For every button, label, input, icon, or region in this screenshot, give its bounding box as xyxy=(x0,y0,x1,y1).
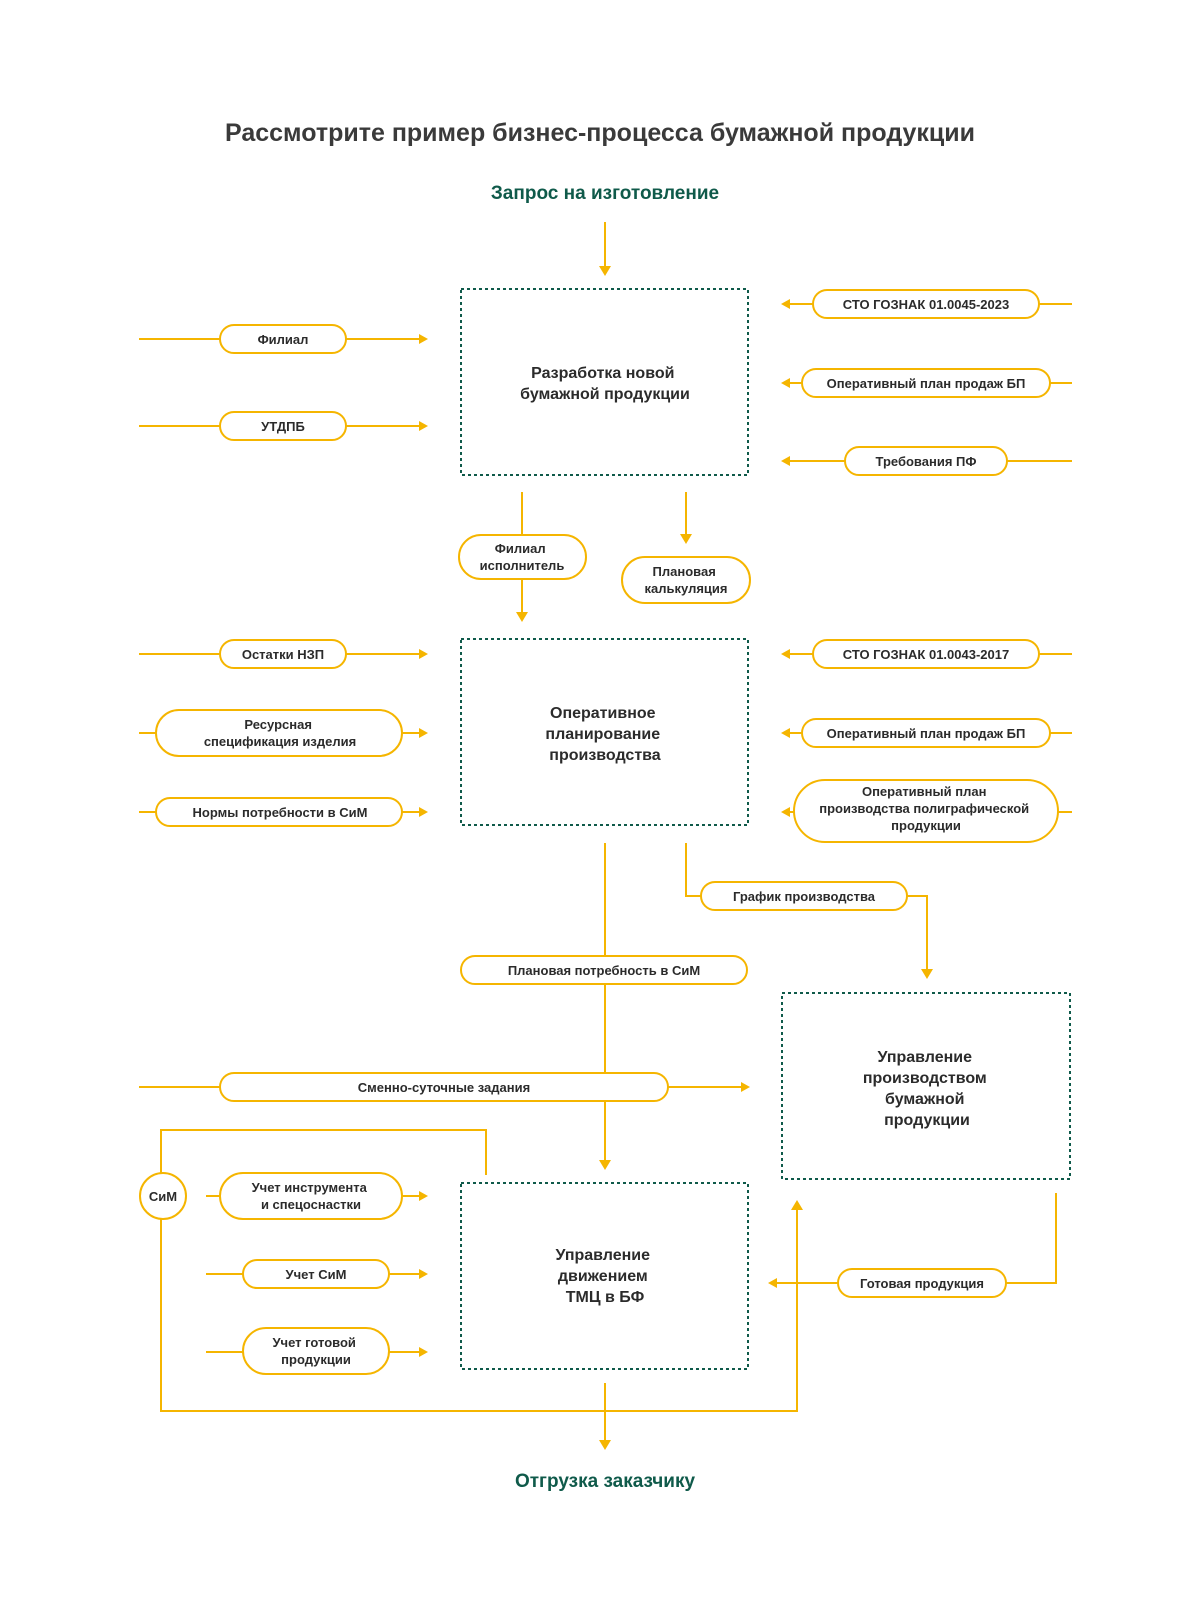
pill-tools-accounting xyxy=(219,1172,403,1220)
box-development-label: Разработка новой бумажной продукции xyxy=(520,365,690,403)
pill-filial-label: Филиал xyxy=(258,332,309,347)
pill-sim-norms-label: Нормы потребности в СиМ xyxy=(193,805,368,820)
arrowhead xyxy=(741,1082,750,1092)
process-boxes: Разработка новой бумажной продукции Опер… xyxy=(460,288,1071,1370)
box-production-label: Управление производством бумажной продук… xyxy=(863,1049,991,1129)
box-planning-label: Оперативное планирование производства xyxy=(545,705,664,764)
arrowhead xyxy=(419,728,428,738)
pill-resource-spec xyxy=(155,709,403,757)
end-label: Отгрузка заказчику xyxy=(515,1471,695,1492)
arrowhead xyxy=(419,1347,428,1357)
box-tmc-label: Управление движением ТМЦ в БФ xyxy=(555,1247,654,1306)
arrowhead xyxy=(680,534,692,544)
pill-sto-2017-label: СТО ГОЗНАК 01.0043-2017 xyxy=(843,647,1009,662)
pill-filial-executor-label: Филиал исполнитель xyxy=(480,541,565,573)
pill-planned-costing xyxy=(621,556,751,604)
arrowhead xyxy=(921,969,933,979)
pill-pf-requirements xyxy=(844,446,1008,476)
pill-tools-accounting-label: Учет инструмента и спецоснастки xyxy=(252,1180,371,1212)
pill-finished-accounting-label: Учет готовой продукции xyxy=(272,1335,359,1367)
box-production xyxy=(781,992,1071,1180)
pill-sales-plan-2 xyxy=(801,718,1051,748)
pill-sales-plan-2-label: Оперативный план продаж БП xyxy=(827,726,1026,741)
box-development xyxy=(460,288,749,476)
start-label: Запрос на изготовление xyxy=(491,183,719,204)
pill-nzp-balance-label: Остатки НЗП xyxy=(242,647,324,662)
arrowhead xyxy=(419,421,428,431)
pill-filial-executor xyxy=(458,534,587,580)
pill-sim-need xyxy=(460,955,748,985)
pill-finished-accounting xyxy=(242,1327,390,1375)
pill-sto-2023-label: СТО ГОЗНАК 01.0045-2023 xyxy=(843,297,1009,312)
pill-finished-goods-label: Готовая продукция xyxy=(860,1276,984,1291)
arrowhead xyxy=(599,1160,611,1170)
pill-sales-plan-1 xyxy=(801,368,1051,398)
arrowhead xyxy=(419,1191,428,1201)
arrowhead xyxy=(781,456,790,466)
pill-utdpb xyxy=(219,411,347,441)
pill-shift-tasks-label: Сменно-суточные задания xyxy=(358,1080,530,1095)
pill-planned-costing-label: Плановая калькуляция xyxy=(645,564,728,596)
pill-production-schedule xyxy=(700,881,908,911)
arrowhead xyxy=(516,612,528,622)
pill-pf-requirements-label: Требования ПФ xyxy=(876,454,977,469)
box-tmc xyxy=(460,1182,749,1370)
pill-utdpb-label: УТДПБ xyxy=(261,419,305,434)
arrowhead xyxy=(419,334,428,344)
arrowhead xyxy=(419,1269,428,1279)
arrowhead xyxy=(781,299,790,309)
pill-sim-accounting xyxy=(242,1259,390,1289)
arrowheads xyxy=(419,266,933,1450)
arrowhead xyxy=(781,728,790,738)
pill-filial xyxy=(219,324,347,354)
pill-sim xyxy=(139,1172,187,1220)
arrowhead xyxy=(781,649,790,659)
page-title: Рассмотрите пример бизнес-процесса бумаж… xyxy=(225,119,975,147)
pill-poly-plan xyxy=(793,779,1059,843)
pill-poly-plan-label: Оперативный план производства полиграфич… xyxy=(819,784,1033,833)
pill-sim-label: СиМ xyxy=(149,1189,177,1204)
arrowhead xyxy=(419,649,428,659)
arrowhead xyxy=(791,1200,803,1210)
pill-nzp-balance xyxy=(219,639,347,669)
pill-sim-norms xyxy=(155,797,403,827)
pill-sto-2023 xyxy=(812,289,1040,319)
arrowhead xyxy=(599,266,611,276)
pill-finished-goods xyxy=(837,1268,1007,1298)
arrowhead xyxy=(599,1440,611,1450)
pill-sim-accounting-label: Учет СиМ xyxy=(286,1267,347,1282)
connector-sim-loop xyxy=(160,1129,798,1412)
pill-shift-tasks xyxy=(219,1072,669,1102)
pill-resource-spec-label: Ресурсная спецификация изделия xyxy=(204,717,356,749)
pill-sto-2017 xyxy=(812,639,1040,669)
arrowhead xyxy=(781,807,790,817)
pill-sales-plan-1-label: Оперативный план продаж БП xyxy=(827,376,1026,391)
arrowhead xyxy=(419,807,428,817)
arrowhead xyxy=(768,1278,777,1288)
arrowhead xyxy=(781,378,790,388)
data-pills: Филиал УТДПБ СТО ГОЗНАК 01.0045-2023 Опе… xyxy=(139,289,1059,1375)
box-planning xyxy=(460,638,749,826)
pill-production-schedule-label: График производства xyxy=(733,889,876,904)
pill-sim-need-label: Плановая потребность в СиМ xyxy=(508,963,700,978)
